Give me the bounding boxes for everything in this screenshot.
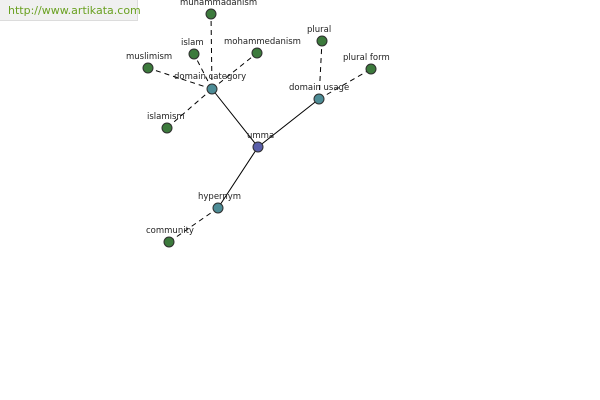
node-label-plural: plural [307,25,331,35]
node-label-islamism: islamism [147,112,185,122]
node-plural[interactable] [316,35,328,47]
edge-domain-usage-plural-form [318,68,372,100]
node-muslimism[interactable] [142,62,154,74]
node-label-islam: islam [181,38,204,48]
node-label-muslimism: muslimism [126,52,172,62]
node-plural-form[interactable] [365,63,377,75]
edge-domain-category-islamism [166,88,213,129]
node-muhammadanism[interactable] [205,8,217,20]
node-label-muhammadanism: muhammadanism [180,0,257,8]
edge-hypernym-community [168,207,219,243]
node-domain-usage[interactable] [313,93,325,105]
node-label-domain-category: domain category [174,72,246,82]
edge-domain-category-mohammedanism [211,52,258,90]
node-islam[interactable] [188,48,200,60]
site-url-link[interactable]: http://www.artikata.com [8,4,141,17]
node-hypernym[interactable] [212,202,224,214]
node-umma[interactable] [252,141,264,153]
edge-domain-category-islam [193,53,213,90]
node-islamism[interactable] [161,122,173,134]
edge-domain-category-muslimism [147,67,213,90]
graph-nodes [142,8,377,248]
node-label-domain-usage: domain usage [289,83,349,93]
graph-labels: umma domain category domain usage hypernym m… [126,0,390,236]
node-label-mohammedanism: mohammedanism [224,37,301,47]
edge-umma-domain-category [211,88,259,148]
site-banner: http://www.artikata.com [0,0,141,21]
edge-domain-usage-plural [318,40,323,100]
graph-edges [147,13,372,243]
edge-domain-category-muhammadanism [210,13,213,90]
edge-umma-hypernym [217,146,259,209]
node-mohammedanism[interactable] [251,47,263,59]
node-community[interactable] [163,236,175,248]
node-label-community: community [146,226,194,236]
node-label-plural-form: plural form [343,53,390,63]
edge-umma-domain-usage [257,98,320,148]
node-label-umma: umma [247,131,274,141]
node-domain-category[interactable] [206,83,218,95]
node-label-hypernym: hypernym [198,192,241,202]
